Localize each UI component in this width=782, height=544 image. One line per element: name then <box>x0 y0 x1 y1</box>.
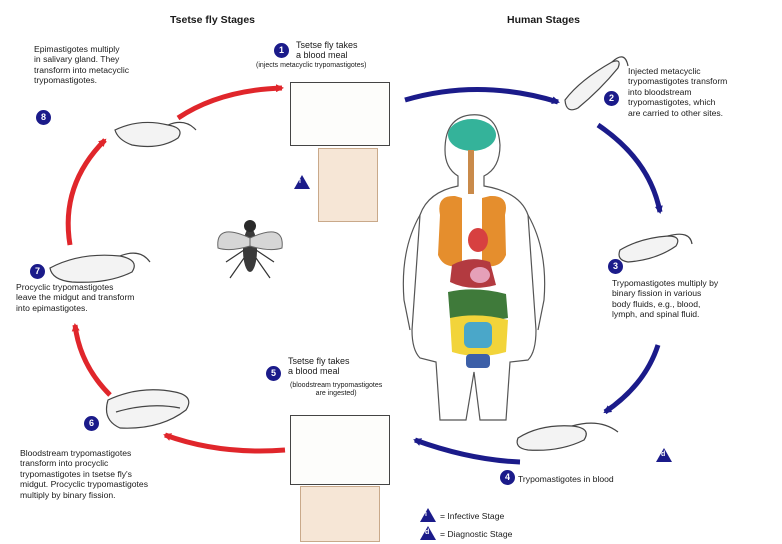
step-1-title: Tsetse fly takes a blood meal <box>296 40 358 61</box>
tsetse-stages-title: Tsetse fly Stages <box>170 14 255 26</box>
step-1-subtitle: (injects metacyclic trypomastigotes) <box>256 62 366 70</box>
arrow-8-to-1 <box>178 88 282 118</box>
arrow-5-to-6 <box>165 435 285 451</box>
stage-5-inset <box>300 486 380 542</box>
infective-stage-marker-1: i <box>294 175 310 189</box>
step-4-text: Trypomastigotes in blood <box>518 474 614 484</box>
legend-diagnostic-icon: d <box>420 526 436 540</box>
arrow-1-to-2 <box>405 89 558 102</box>
step-6-marker: 6 <box>84 416 99 431</box>
step-7-text: Procyclic trypomastigotes leave the midg… <box>16 282 134 313</box>
step-5-subtitle: (bloodstream trypomastigotes are ingeste… <box>290 382 382 398</box>
arrow-2-to-3 <box>598 125 660 212</box>
human-body-illustration <box>403 115 544 420</box>
arrow-7-to-8 <box>68 140 105 245</box>
human-stages-title: Human Stages <box>507 14 580 26</box>
step-8-text: Epimastigotes multiply in salivary gland… <box>34 44 129 86</box>
step-8-marker: 8 <box>36 110 51 125</box>
legend-infective-icon: i <box>420 508 436 522</box>
arrow-3-to-4 <box>605 345 658 412</box>
step-2-text: Injected metacyclic trypomastigotes tran… <box>628 66 727 118</box>
legend-infective-label: = Infective Stage <box>440 511 504 521</box>
tsetse-fly-illustration <box>218 220 282 278</box>
stage-5-image-box <box>290 415 390 485</box>
arrow-6-to-7 <box>75 325 110 395</box>
arrow-4-to-5 <box>415 440 520 462</box>
step-3-text: Trypomastigotes multiply by binary fissi… <box>612 278 718 320</box>
stage-1-inset <box>318 148 378 222</box>
step-4-marker: 4 <box>500 470 515 485</box>
diagnostic-stage-marker: d <box>656 448 672 462</box>
step-1-marker: 1 <box>274 43 289 58</box>
step-6-text: Bloodstream trypomastigotes transform in… <box>20 448 148 500</box>
step-5-title: Tsetse fly takes a blood meal <box>288 356 350 377</box>
step-5-marker: 5 <box>266 366 281 381</box>
step-3-marker: 3 <box>608 259 623 274</box>
legend-diagnostic-label: = Diagnostic Stage <box>440 529 512 539</box>
step-7-marker: 7 <box>30 264 45 279</box>
step-2-marker: 2 <box>604 91 619 106</box>
stage-1-image-box <box>290 82 390 146</box>
